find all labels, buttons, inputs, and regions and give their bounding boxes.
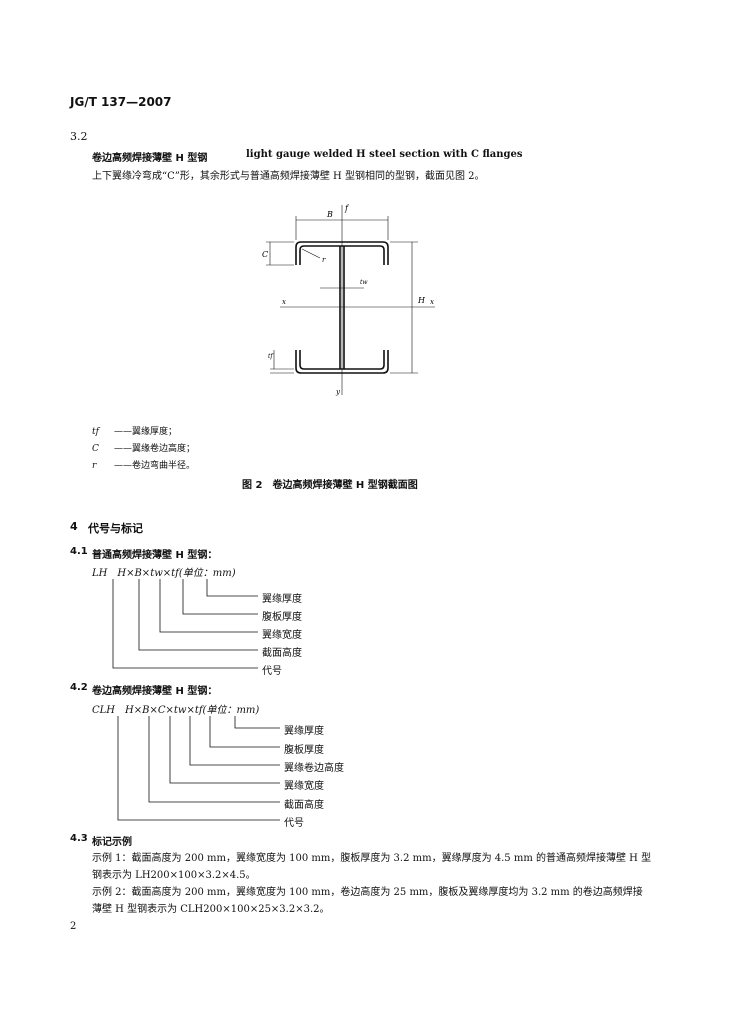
label-r: r xyxy=(322,256,326,264)
label-tw: tw xyxy=(360,279,368,286)
label-c: C xyxy=(262,250,268,259)
label-tf: tf xyxy=(268,353,274,360)
lh-designation: LH H×B×tw×tf(单位：mm) xyxy=(92,568,236,579)
lh-item-2: 腹板厚度 xyxy=(262,612,302,623)
label-h: H xyxy=(417,296,426,305)
page-number: 2 xyxy=(70,921,77,932)
figure-note-r: r——卷边弯曲半径。 xyxy=(92,461,196,471)
example-2: 示例 2：截面高度为 200 mm，翼缘宽度为 100 mm，卷边高度为 25 … xyxy=(92,887,643,915)
section-title-4-2: 卷边高频焊接薄壁 H 型钢： xyxy=(92,686,218,697)
example-1: 示例 1：截面高度为 200 mm，翼缘宽度为 100 mm，腹板厚度为 3.2… xyxy=(92,853,652,881)
clh-item-3: 翼缘卷边高度 xyxy=(284,763,344,774)
section-title-4-1: 普通高频焊接薄壁 H 型钢： xyxy=(92,550,218,561)
clh-item-4: 翼缘宽度 xyxy=(284,781,324,792)
label-x-left: x xyxy=(282,298,286,306)
section-number-3-2: 3.2 xyxy=(70,130,88,143)
label-x-right: x xyxy=(430,298,434,306)
section-number-4: 4 xyxy=(70,520,78,533)
clh-item-1: 翼缘厚度 xyxy=(284,726,324,737)
standard-code: JG/T 137—2007 xyxy=(70,95,172,109)
clh-item-6: 代号 xyxy=(284,818,304,829)
figure-note-tf: tf——翼缘厚度； xyxy=(92,427,178,437)
label-b: B xyxy=(326,210,333,219)
section-title-4-3: 标记示例 xyxy=(92,837,132,848)
label-y: y xyxy=(335,388,341,396)
section-number-4-3: 4.3 xyxy=(70,833,88,844)
clh-item-5: 截面高度 xyxy=(284,800,324,811)
section-number-4-1: 4.1 xyxy=(70,546,88,557)
clh-item-2: 腹板厚度 xyxy=(284,745,324,756)
clh-designation: CLH H×B×C×tw×tf(单位：mm) xyxy=(92,705,260,716)
term-title-cn: 卷边高频焊接薄壁 H 型钢 xyxy=(92,153,208,164)
term-title-en: light gauge welded H steel section with … xyxy=(246,149,523,160)
figure-caption: 图 2 卷边高频焊接薄壁 H 型钢截面图 xyxy=(242,480,418,491)
h-section-figure: B f C r tw x H x tf y xyxy=(262,204,435,396)
lh-item-3: 翼缘宽度 xyxy=(262,630,302,641)
lh-item-5: 代号 xyxy=(262,666,282,677)
lh-item-4: 截面高度 xyxy=(262,648,302,659)
figure-note-c: C——翼缘卷边高度； xyxy=(92,444,196,454)
section-number-4-2: 4.2 xyxy=(70,682,88,693)
section-title-4: 代号与标记 xyxy=(88,522,143,535)
term-definition: 上下翼缘冷弯成“C”形，其余形式与普通高频焊接薄壁 H 型钢相同的型钢，截面见图… xyxy=(92,171,485,182)
lh-item-1: 翼缘厚度 xyxy=(262,594,302,605)
label-f: f xyxy=(344,204,350,213)
